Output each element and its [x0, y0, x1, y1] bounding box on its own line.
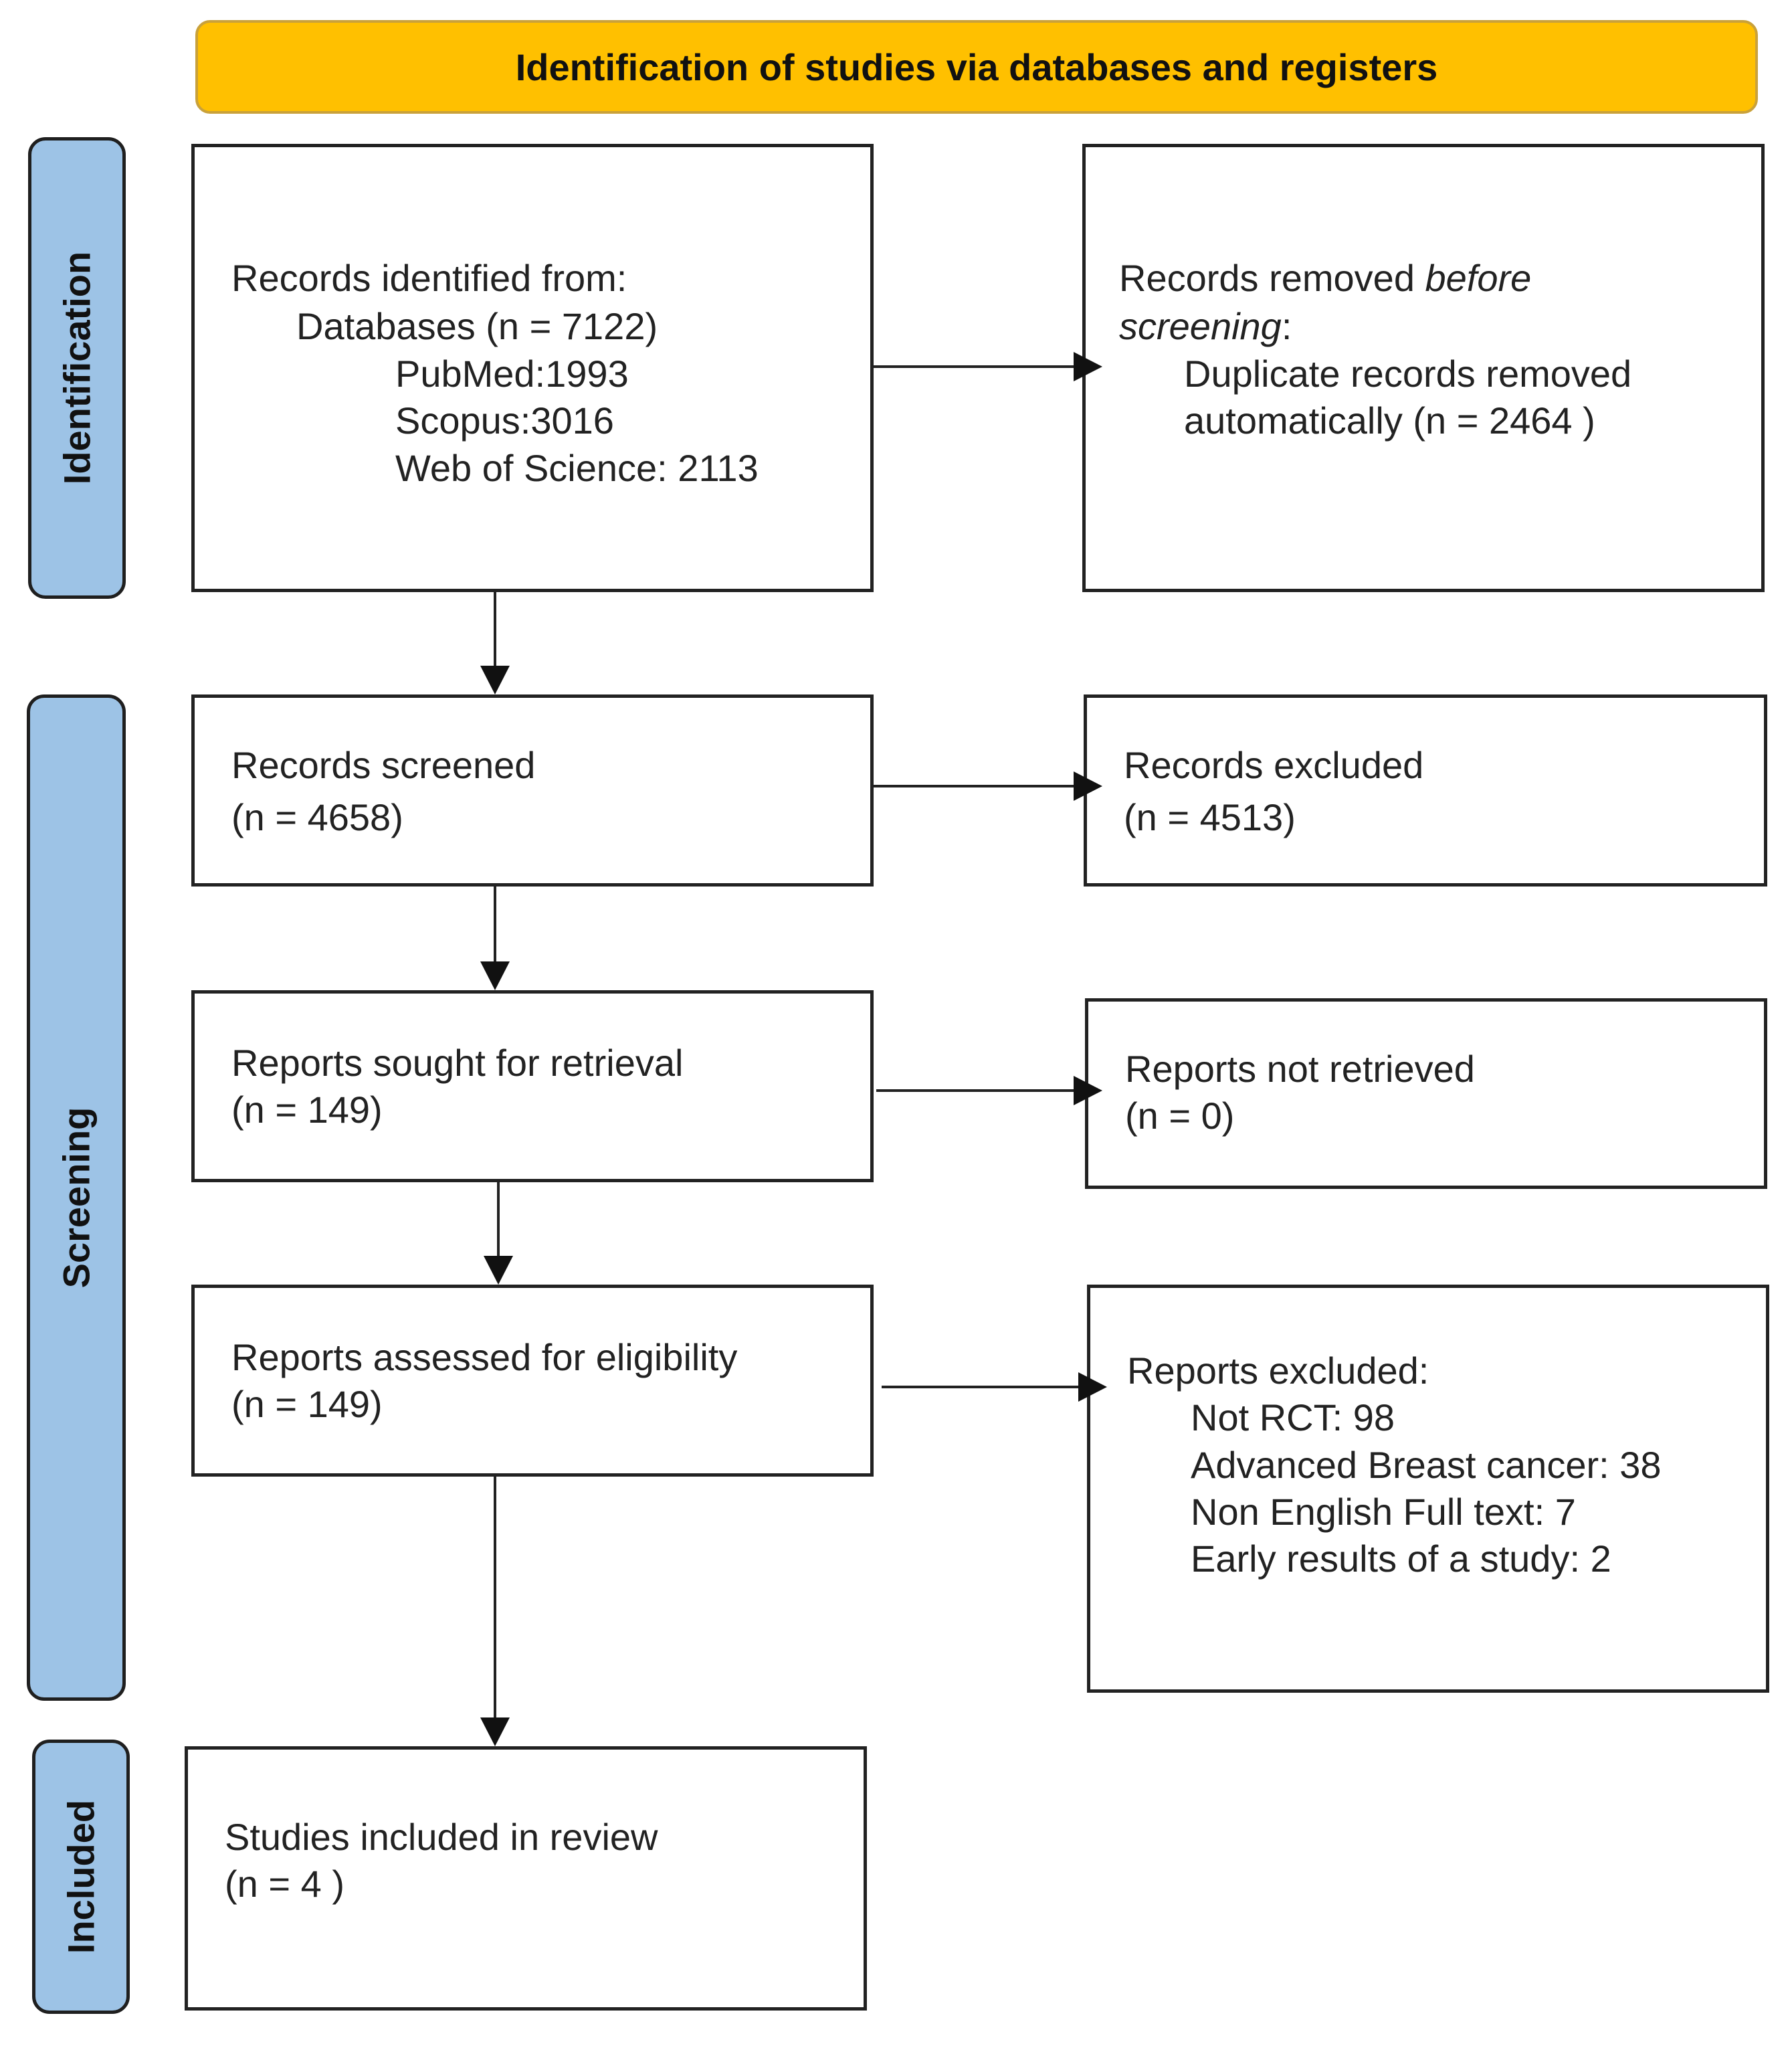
databases-count: Databases (n = 7122)	[296, 305, 658, 347]
studies-included-title: Studies included in review	[225, 1816, 658, 1858]
records-removed-emph-before: before	[1425, 257, 1532, 299]
box-records-removed: Records removed before screening: Duplic…	[1082, 144, 1765, 592]
records-screened-title: Records screened	[231, 744, 536, 786]
phase-identification: Identification	[28, 137, 126, 599]
reports-sought-count: (n = 149)	[231, 1089, 383, 1131]
box-records-identified: Records identified from: Databases (n = …	[191, 144, 874, 592]
arrowhead	[1074, 352, 1102, 381]
arrowhead	[480, 961, 510, 990]
pubmed-count: PubMed:1993	[395, 353, 629, 395]
reports-assessed-title: Reports assessed for eligibility	[231, 1336, 738, 1378]
records-removed-colon: :	[1281, 305, 1292, 347]
arrowhead	[1074, 771, 1102, 801]
exclusion-reason: Advanced Breast cancer: 38	[1191, 1444, 1662, 1486]
box-reports-assessed: Reports assessed for eligibility (n = 14…	[191, 1285, 874, 1477]
phase-included: Included	[32, 1740, 130, 2014]
records-removed-line2: screening:	[1119, 302, 1292, 350]
reports-assessed-count: (n = 149)	[231, 1383, 383, 1425]
records-identified-title: Records identified from:	[231, 257, 627, 299]
reports-sought-title: Reports sought for retrieval	[231, 1042, 684, 1084]
arrowhead	[484, 1256, 513, 1285]
box-reports-excluded: Reports excluded: Not RCT: 98 Advanced B…	[1087, 1285, 1769, 1693]
duplicates-count: automatically (n = 2464 )	[1184, 399, 1595, 442]
wos-count: Web of Science: 2113	[395, 447, 759, 489]
box-studies-included: Studies included in review (n = 4 )	[185, 1746, 867, 2011]
exclusion-reason: Early results of a study: 2	[1191, 1538, 1611, 1580]
arrowhead	[1074, 1076, 1102, 1105]
header-title: Identification of studies via databases …	[515, 45, 1438, 88]
reports-not-retrieved-title: Reports not retrieved	[1125, 1048, 1475, 1090]
duplicates-label: Duplicate records removed	[1184, 353, 1632, 395]
box-records-excluded: Records excluded (n = 4513)	[1084, 694, 1767, 887]
records-excluded-title: Records excluded	[1124, 744, 1424, 786]
diagram-header: Identification of studies via databases …	[195, 20, 1758, 114]
phase-screening: Screening	[27, 694, 126, 1701]
records-removed-line1: Records removed before	[1119, 254, 1531, 302]
records-removed-emph-screening: screening	[1119, 305, 1282, 347]
scopus-count: Scopus:3016	[395, 399, 614, 442]
box-reports-not-retrieved: Reports not retrieved (n = 0)	[1085, 998, 1767, 1189]
records-removed-prefix: Records removed	[1119, 257, 1425, 299]
arrowhead	[480, 666, 510, 694]
box-records-screened: Records screened (n = 4658)	[191, 694, 874, 887]
exclusion-reason: Non English Full text: 7	[1191, 1491, 1576, 1533]
records-excluded-count: (n = 4513)	[1124, 796, 1296, 838]
reports-not-retrieved-count: (n = 0)	[1125, 1095, 1235, 1137]
reports-excluded-title: Reports excluded:	[1127, 1349, 1429, 1392]
box-reports-sought: Reports sought for retrieval (n = 149)	[191, 990, 874, 1182]
arrowhead	[1078, 1372, 1107, 1402]
records-screened-count: (n = 4658)	[231, 796, 403, 838]
exclusion-reason: Not RCT: 98	[1191, 1396, 1395, 1438]
arrowhead	[480, 1717, 510, 1746]
studies-included-count: (n = 4 )	[225, 1863, 344, 1905]
